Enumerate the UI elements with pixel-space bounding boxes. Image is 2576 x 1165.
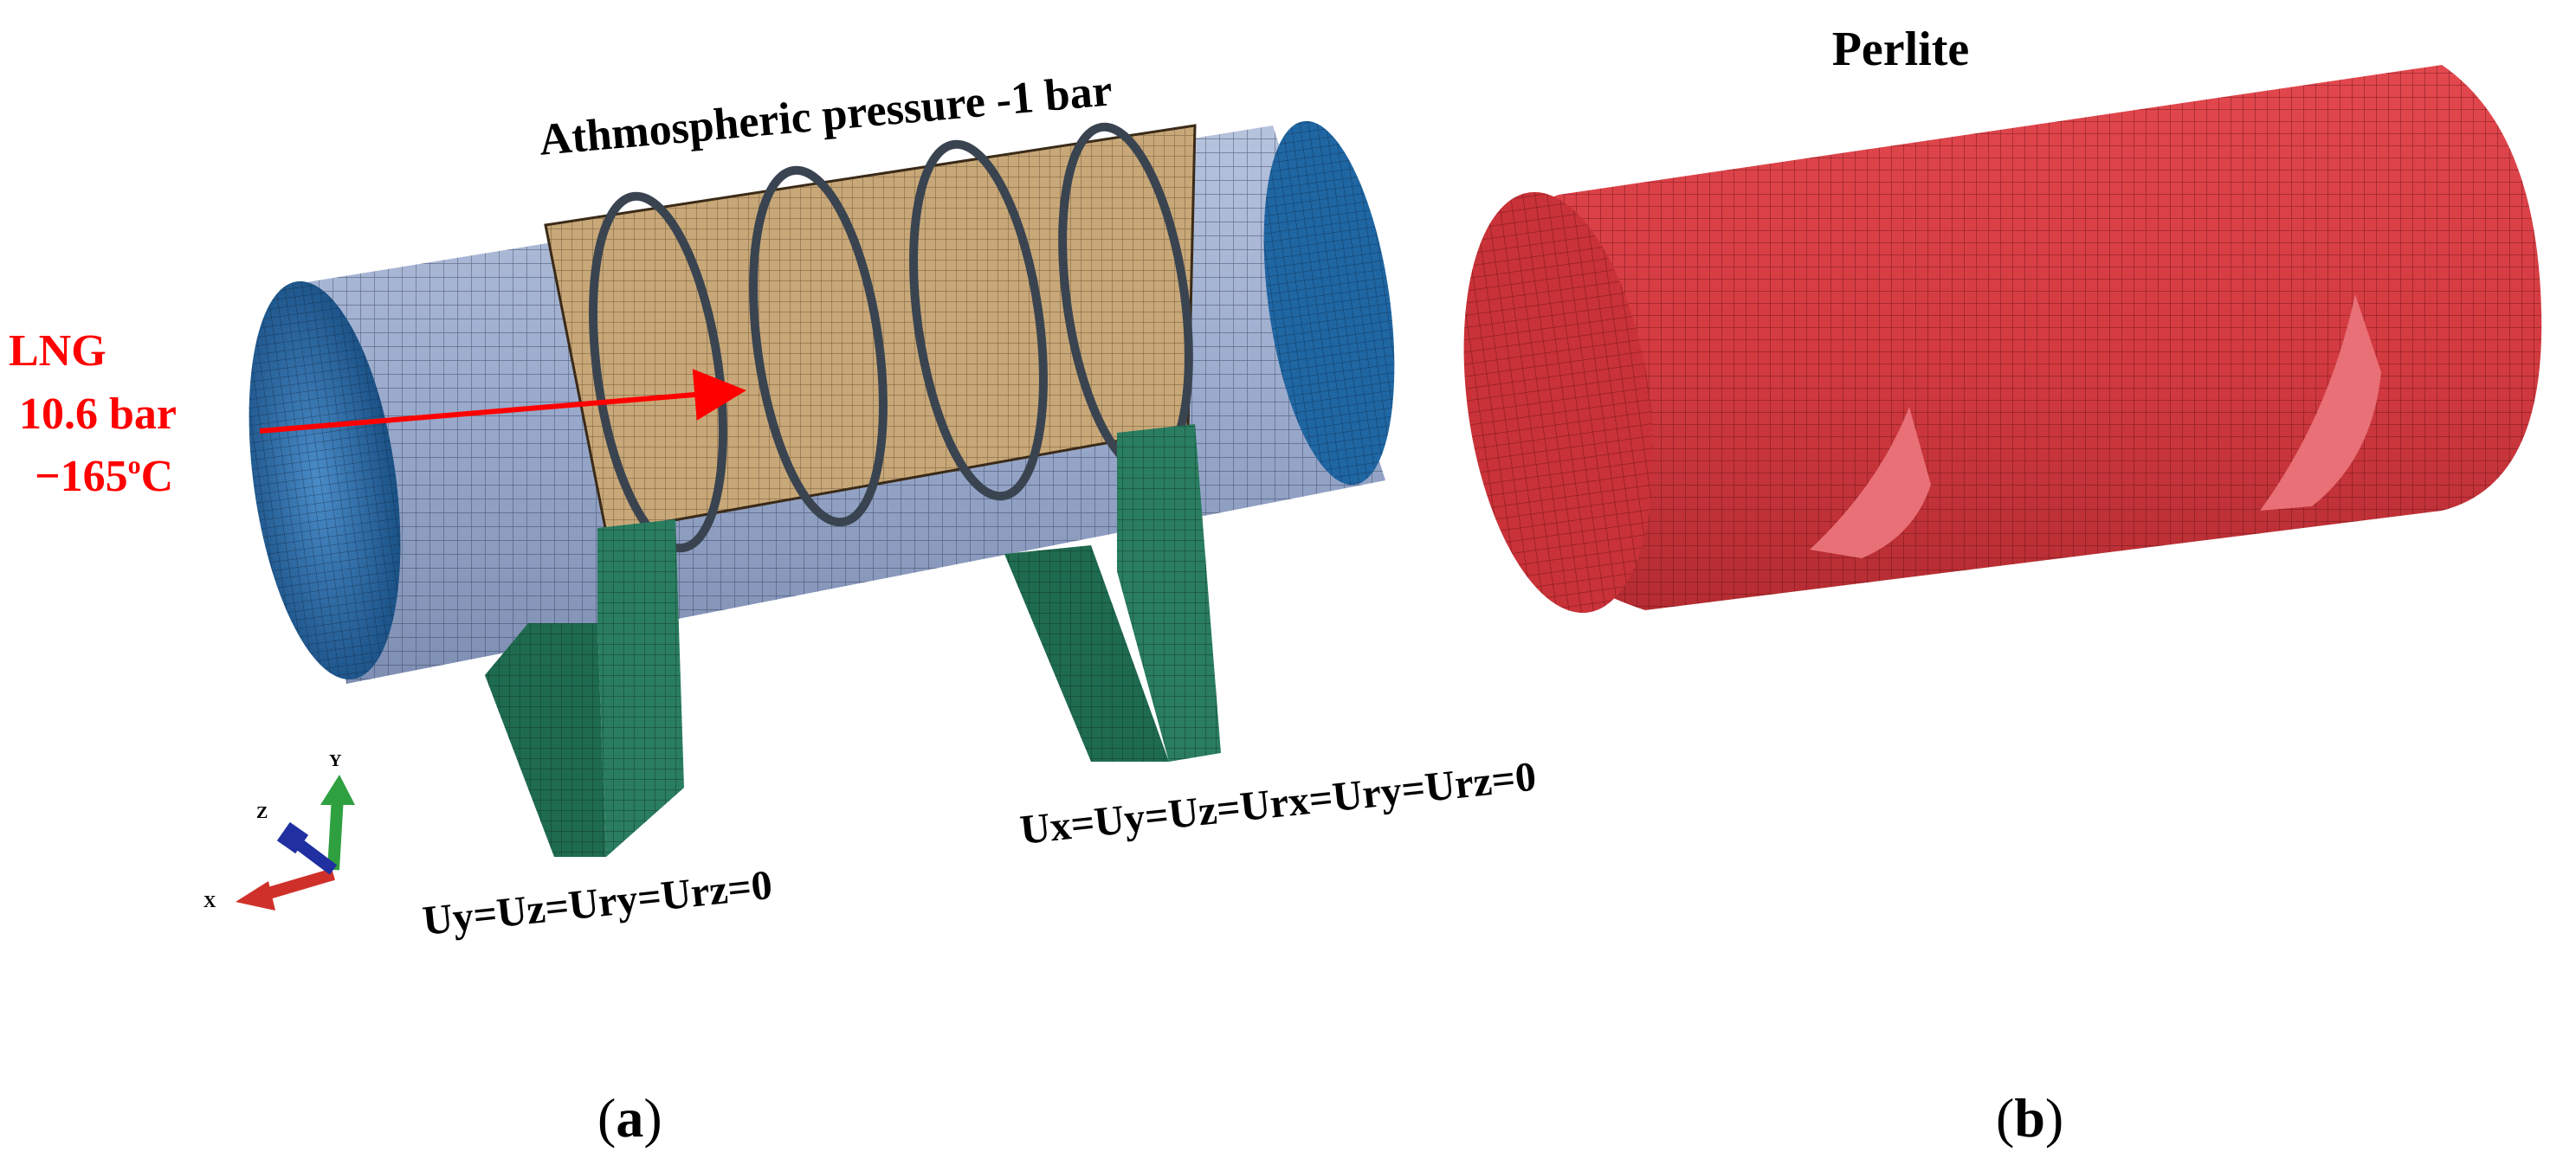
lng-temp-value: −165 <box>35 452 128 501</box>
caption-a: (a) <box>597 1086 662 1150</box>
axis-z-line <box>294 839 338 875</box>
inner-tank-cutaway <box>544 124 1197 534</box>
lng-temp-sup: o <box>128 451 141 480</box>
bc-label-right: Ux=Uy=Uz=Urx=Ury=Urz=0 <box>1018 754 1539 853</box>
axis-z-arrowhead <box>276 821 309 854</box>
caption-a-open: ( <box>597 1087 617 1149</box>
axis-y-label: Y <box>329 751 342 770</box>
perlite-head-left <box>1463 191 1654 614</box>
lng-arrow <box>259 369 746 434</box>
lng-temp-unit: C <box>141 452 174 501</box>
axis-z-label: Z <box>256 803 268 822</box>
vessel-head-right <box>1263 120 1395 486</box>
lng-pressure: 10.6 bar <box>19 389 177 439</box>
lng-label-name: LNG <box>9 326 107 376</box>
axis-triad: Y Z X <box>203 751 355 911</box>
caption-a-letter: a <box>616 1087 644 1149</box>
panel-b-perlite <box>1463 65 2542 614</box>
panel-a-vessel <box>249 120 1395 857</box>
saddle-left <box>485 519 684 857</box>
caption-b-open: ( <box>1996 1087 2015 1149</box>
caption-b-letter: b <box>2014 1087 2045 1149</box>
lng-temperature: −165oC <box>35 451 173 501</box>
perlite-saddle-cut-right <box>2260 294 2381 511</box>
caption-b: (b) <box>1996 1086 2063 1150</box>
perlite-saddle-cut-left <box>1810 407 1931 558</box>
panel-b-title: Perlite <box>1832 23 1970 76</box>
axis-x-line <box>258 868 335 902</box>
caption-a-close: ) <box>643 1087 662 1149</box>
vessel-head-left <box>249 280 401 680</box>
axis-y-line <box>327 795 344 871</box>
caption-b-close: ) <box>2044 1087 2064 1149</box>
axis-y-arrowhead <box>320 775 355 805</box>
lng-label: LNG 10.6 bar −165oC <box>9 326 177 501</box>
bc-label-left: Uy=Uz=Ury=Urz=0 <box>421 862 775 944</box>
axis-x-arrowhead <box>236 881 275 911</box>
saddle-right <box>1004 424 1221 762</box>
axis-x-label: X <box>203 892 216 911</box>
